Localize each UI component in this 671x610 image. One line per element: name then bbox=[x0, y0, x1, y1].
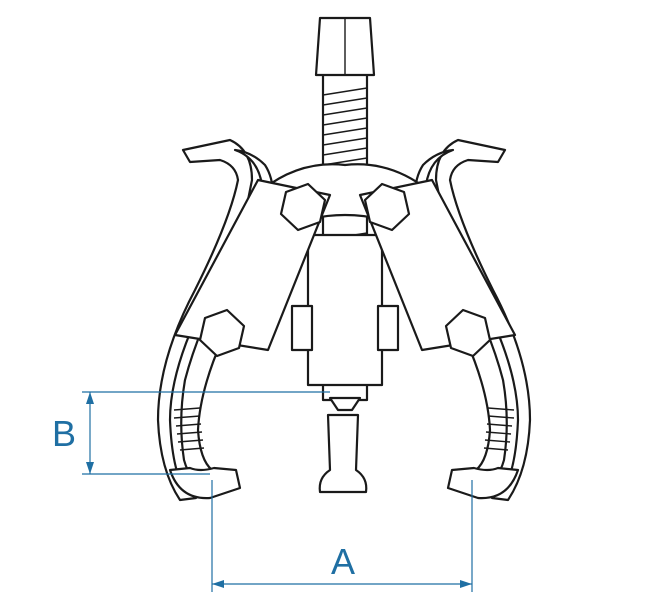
hex-bolt-lower-left bbox=[198, 308, 246, 358]
dimension-a-label: A bbox=[331, 541, 355, 582]
hex-bolt-lower-right bbox=[444, 308, 492, 358]
right-lock-nut bbox=[376, 304, 400, 352]
dimension-a: A bbox=[211, 480, 473, 592]
left-lock-nut bbox=[290, 304, 314, 352]
hex-bolt-upper-left bbox=[279, 182, 327, 232]
center-foot bbox=[318, 413, 368, 494]
dimension-b: B bbox=[52, 391, 330, 475]
hex-bolt-upper-right bbox=[363, 182, 411, 232]
dimension-b-label: B bbox=[52, 413, 76, 454]
